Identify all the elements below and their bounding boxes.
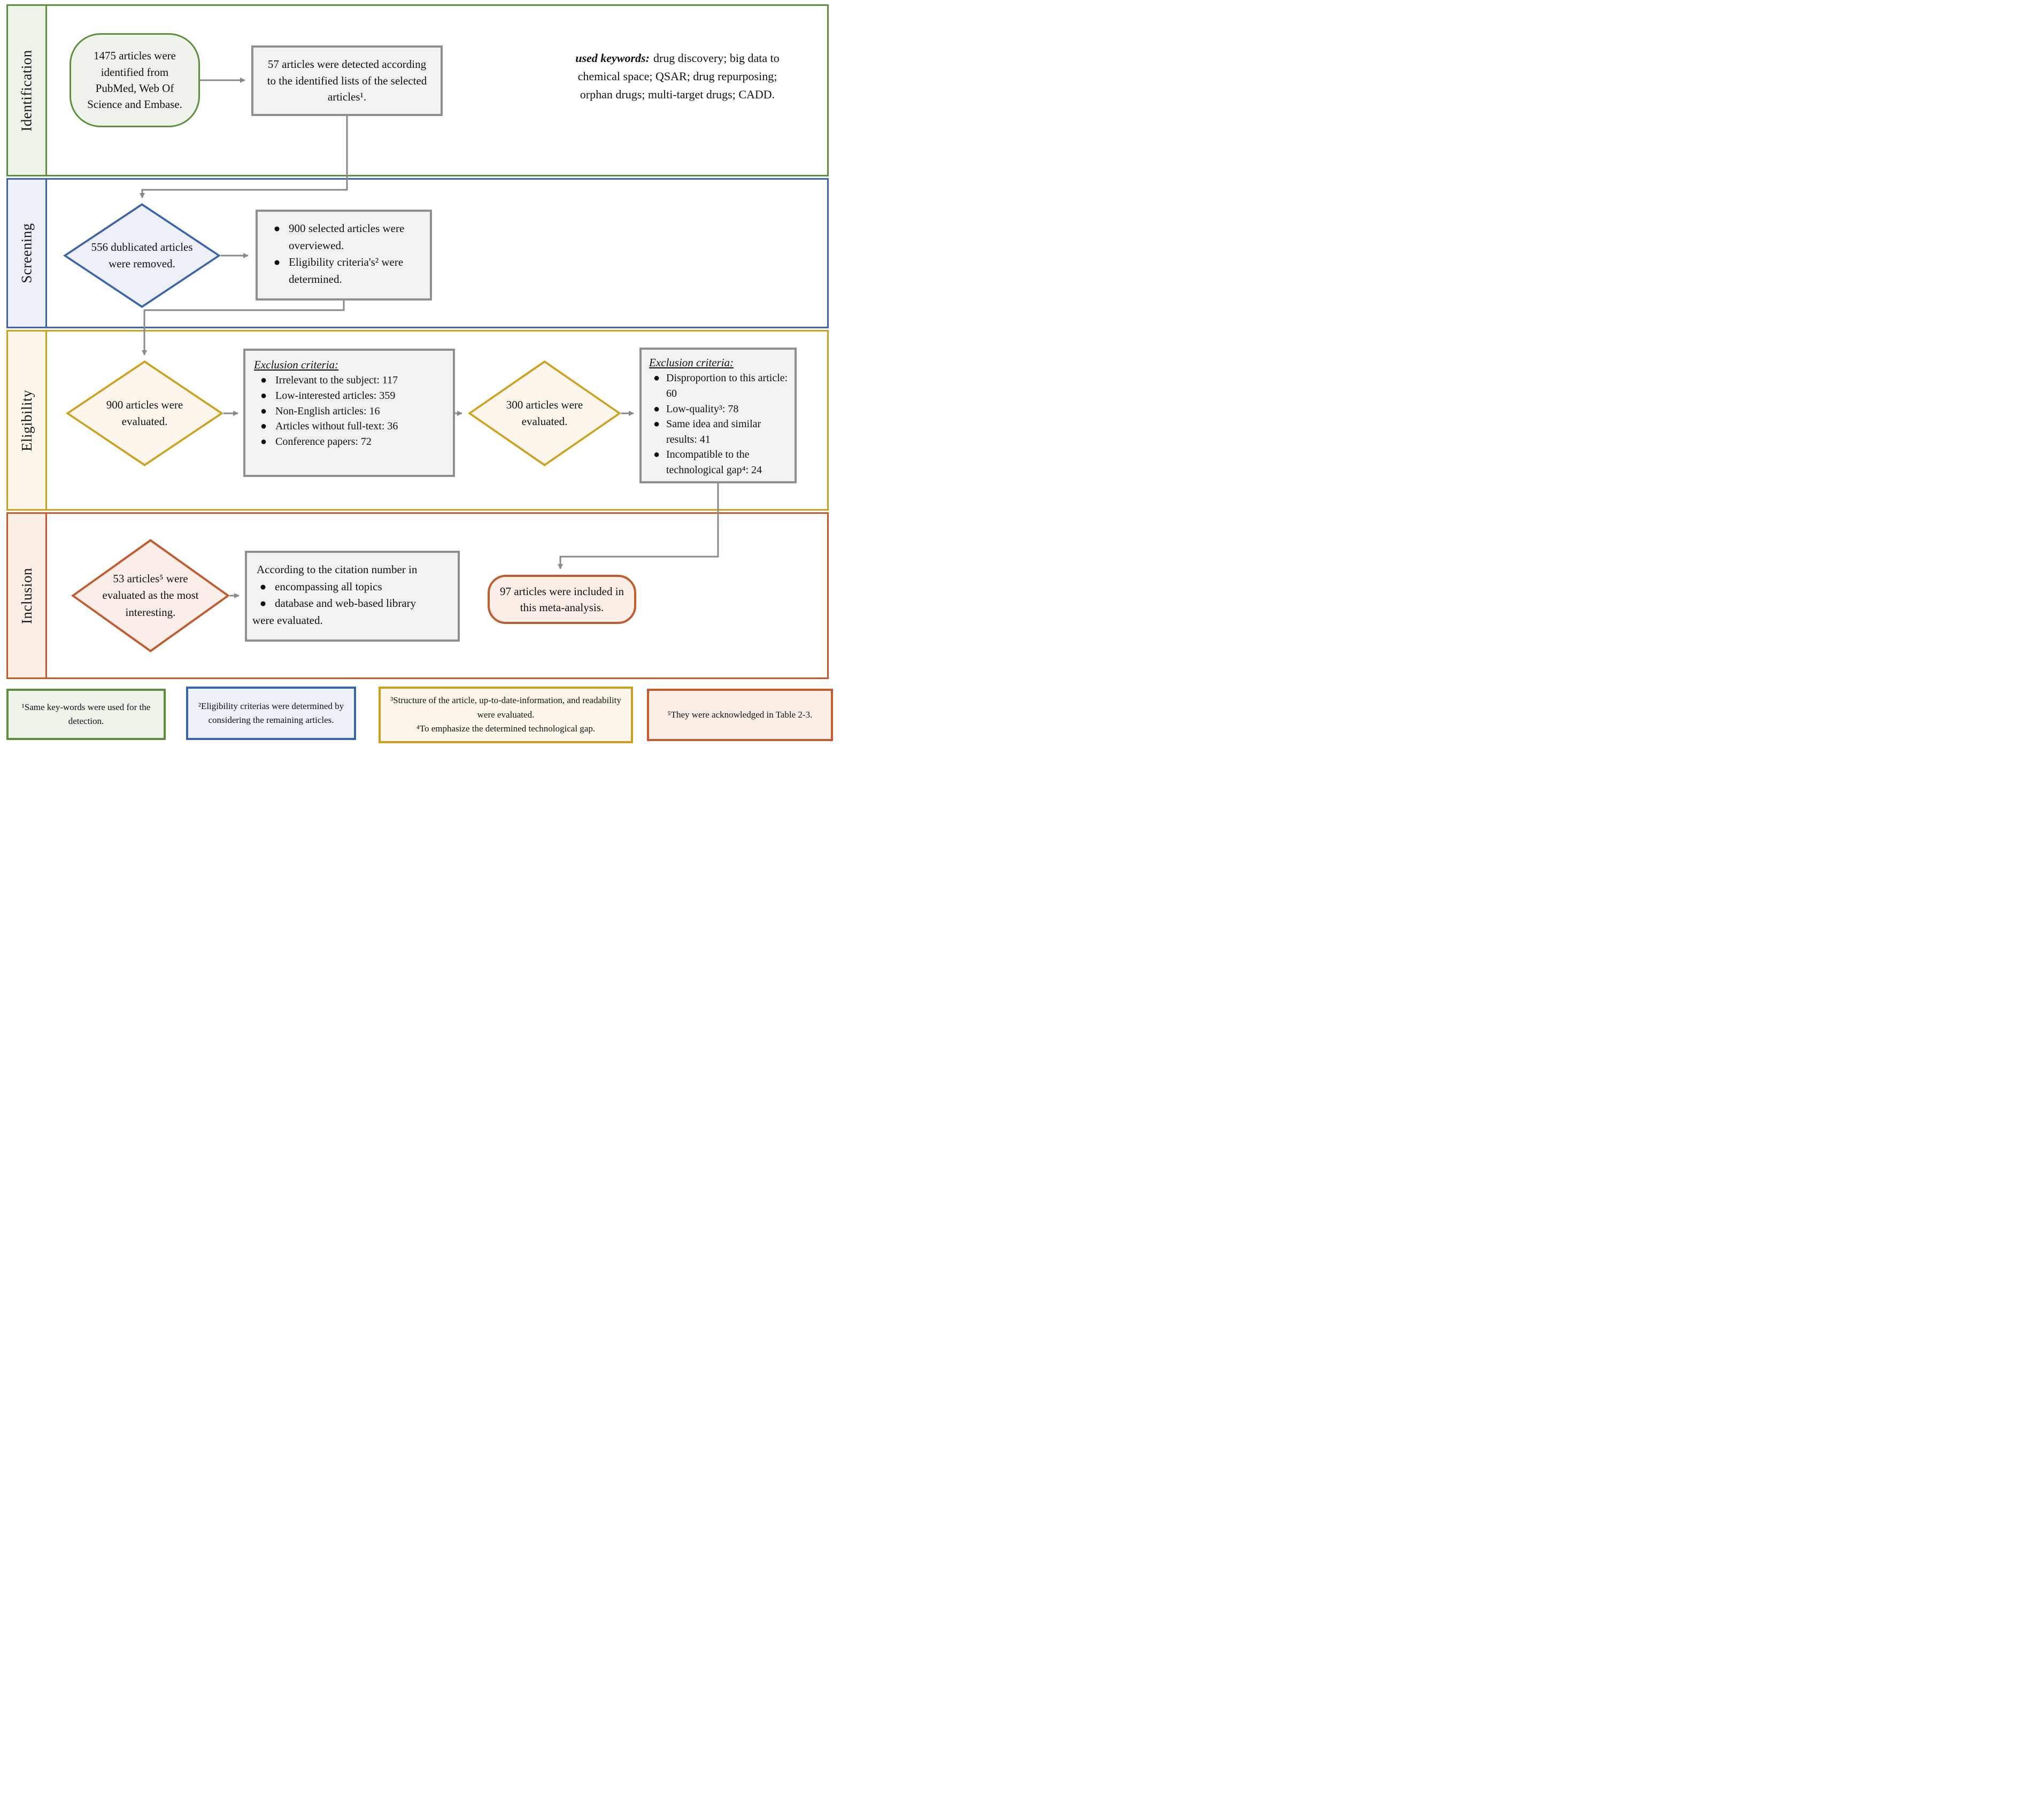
- bullet-icon: ●: [260, 420, 267, 433]
- exclusion-criteria-box-1: Exclusion criteria: ● Irrelevant to the …: [243, 349, 455, 477]
- exclusion-criteria-title-text: Exclusion criteria:: [649, 356, 734, 369]
- detected-articles-box: 57 articles were detected according to t…: [251, 45, 443, 116]
- citation-bullet-text: database and web-based library: [275, 597, 416, 610]
- list-item: ● database and web-based library: [251, 595, 453, 612]
- bullet-icon: ●: [653, 372, 660, 384]
- included-articles-stadium: 97 articles were included in this meta-a…: [488, 575, 636, 624]
- most-interesting-diamond: 53 articles⁵ were evaluated as the most …: [71, 539, 230, 652]
- review-bullet-text: 900 selected articles were overviewed.: [289, 222, 405, 252]
- eligibility-label: Eligibility: [18, 389, 35, 451]
- bullet-icon: ●: [260, 405, 267, 417]
- evaluated-300-diamond: 300 articles were evaluated.: [468, 360, 621, 466]
- screening-review-box: ● 900 selected articles were overviewed.…: [256, 210, 432, 301]
- bullet-icon: ●: [273, 256, 281, 268]
- list-item: ● 900 selected articles were overviewed.: [265, 220, 425, 254]
- exclusion-item-text: Same idea and similar results: 41: [666, 418, 761, 445]
- list-item: ● Eligibility criteria's² were determine…: [265, 254, 425, 288]
- list-item: ● Non-English articles: 16: [252, 404, 449, 419]
- bullet-icon: ●: [260, 389, 267, 402]
- prisma-flow-diagram: Identification Screening Eligibility Inc…: [0, 0, 838, 745]
- used-keywords-lead: used keywords:: [575, 51, 650, 65]
- citation-bullet-text: encompassing all topics: [275, 580, 382, 593]
- identification-label-cell: Identification: [6, 4, 47, 176]
- screening-label-cell: Screening: [6, 178, 47, 328]
- duplicates-removed-diamond: 556 dublicated articles were removed.: [63, 203, 221, 308]
- list-item: ● Incompatible to the technological gap⁴…: [647, 447, 791, 477]
- footnote-5: ⁵They were acknowledged in Table 2-3.: [647, 689, 833, 741]
- exclusion-item-text: Low-quality³: 78: [666, 403, 739, 415]
- bullet-icon: ●: [259, 580, 267, 593]
- evaluated-300-text: 300 articles were evaluated.: [506, 398, 583, 428]
- citation-evaluation-box: According to the citation number in ● en…: [245, 551, 460, 642]
- citation-outro-text: were evaluated.: [252, 613, 323, 627]
- footnote-3: ³Structure of the article, up-to-date-in…: [379, 687, 633, 743]
- inclusion-label: Inclusion: [18, 567, 35, 624]
- footnote-3-line: ³Structure of the article, up-to-date-in…: [390, 695, 621, 720]
- exclusion-item-text: Articles without full-text: 36: [275, 420, 398, 433]
- citation-intro-text: According to the citation number in: [257, 563, 418, 576]
- bullet-icon: ●: [653, 418, 660, 430]
- bullet-icon: ●: [259, 597, 267, 610]
- list-item: ● Irrelevant to the subject: 117: [252, 373, 449, 388]
- list-item: ● encompassing all topics: [251, 579, 453, 596]
- footnote-5-text: ⁵They were acknowledged in Table 2-3.: [667, 709, 813, 720]
- footnote-4-line: ⁴To emphasize the determined technologic…: [416, 723, 596, 734]
- footnote-2: ²Eligibility criterias were determined b…: [186, 687, 356, 740]
- exclusion-item-text: Non-English articles: 16: [275, 405, 380, 417]
- list-item: ● Same idea and similar results: 41: [647, 417, 791, 447]
- detected-articles-text: 57 articles were detected according to t…: [267, 58, 427, 104]
- identification-label: Identification: [18, 49, 35, 132]
- footnote-1-text: ¹Same key-words were used for the detect…: [21, 702, 151, 726]
- bullet-icon: ●: [653, 449, 660, 461]
- exclusion-item-text: Incompatible to the technological gap⁴: …: [666, 449, 762, 476]
- most-interesting-text: 53 articles⁵ were evaluated as the most …: [102, 572, 199, 619]
- bullet-icon: ●: [653, 403, 660, 415]
- evaluated-900-diamond: 900 articles were evaluated.: [66, 360, 223, 466]
- footnote-2-text: ²Eligibility criterias were determined b…: [198, 700, 344, 725]
- duplicates-removed-text: 556 dublicated articles were removed.: [91, 240, 193, 271]
- list-item: ● Articles without full-text: 36: [252, 419, 449, 434]
- review-bullet-text: Eligibility criteria's² were determined.: [289, 256, 404, 286]
- exclusion-item-text: Low-interested articles: 359: [275, 389, 396, 402]
- exclusion-item-text: Conference papers: 72: [275, 435, 372, 448]
- bullet-icon: ●: [273, 222, 281, 235]
- inclusion-label-cell: Inclusion: [6, 512, 47, 679]
- exclusion-criteria-title: Exclusion criteria:: [647, 355, 791, 371]
- exclusion-item-text: Disproportion to this article: 60: [666, 372, 788, 399]
- exclusion-criteria-box-2: Exclusion criteria: ● Disproportion to t…: [639, 348, 797, 483]
- bullet-icon: ●: [260, 374, 267, 387]
- list-item: ● Low-quality³: 78: [647, 402, 791, 417]
- exclusion-criteria-title: Exclusion criteria:: [252, 357, 449, 373]
- list-item: ● Conference papers: 72: [252, 434, 449, 450]
- identified-articles-stadium: 1475 articles were identified from PubMe…: [70, 33, 200, 127]
- list-item: ● Low-interested articles: 359: [252, 388, 449, 404]
- used-keywords-list: drug discovery; big data to chemical spa…: [577, 51, 780, 102]
- exclusion-criteria-title-text: Exclusion criteria:: [254, 358, 339, 371]
- eligibility-label-cell: Eligibility: [6, 330, 47, 511]
- screening-label: Screening: [18, 223, 35, 283]
- included-articles-text: 97 articles were included in this meta-a…: [499, 584, 624, 614]
- evaluated-900-text: 900 articles were evaluated.: [106, 398, 183, 428]
- identified-articles-text: 1475 articles were identified from PubMe…: [87, 49, 182, 111]
- used-keywords-block: used keywords:drug discovery; big data t…: [562, 49, 792, 104]
- bullet-icon: ●: [260, 435, 267, 448]
- exclusion-item-text: Irrelevant to the subject: 117: [275, 374, 398, 387]
- list-item: ● Disproportion to this article: 60: [647, 371, 791, 401]
- footnote-1: ¹Same key-words were used for the detect…: [6, 689, 166, 740]
